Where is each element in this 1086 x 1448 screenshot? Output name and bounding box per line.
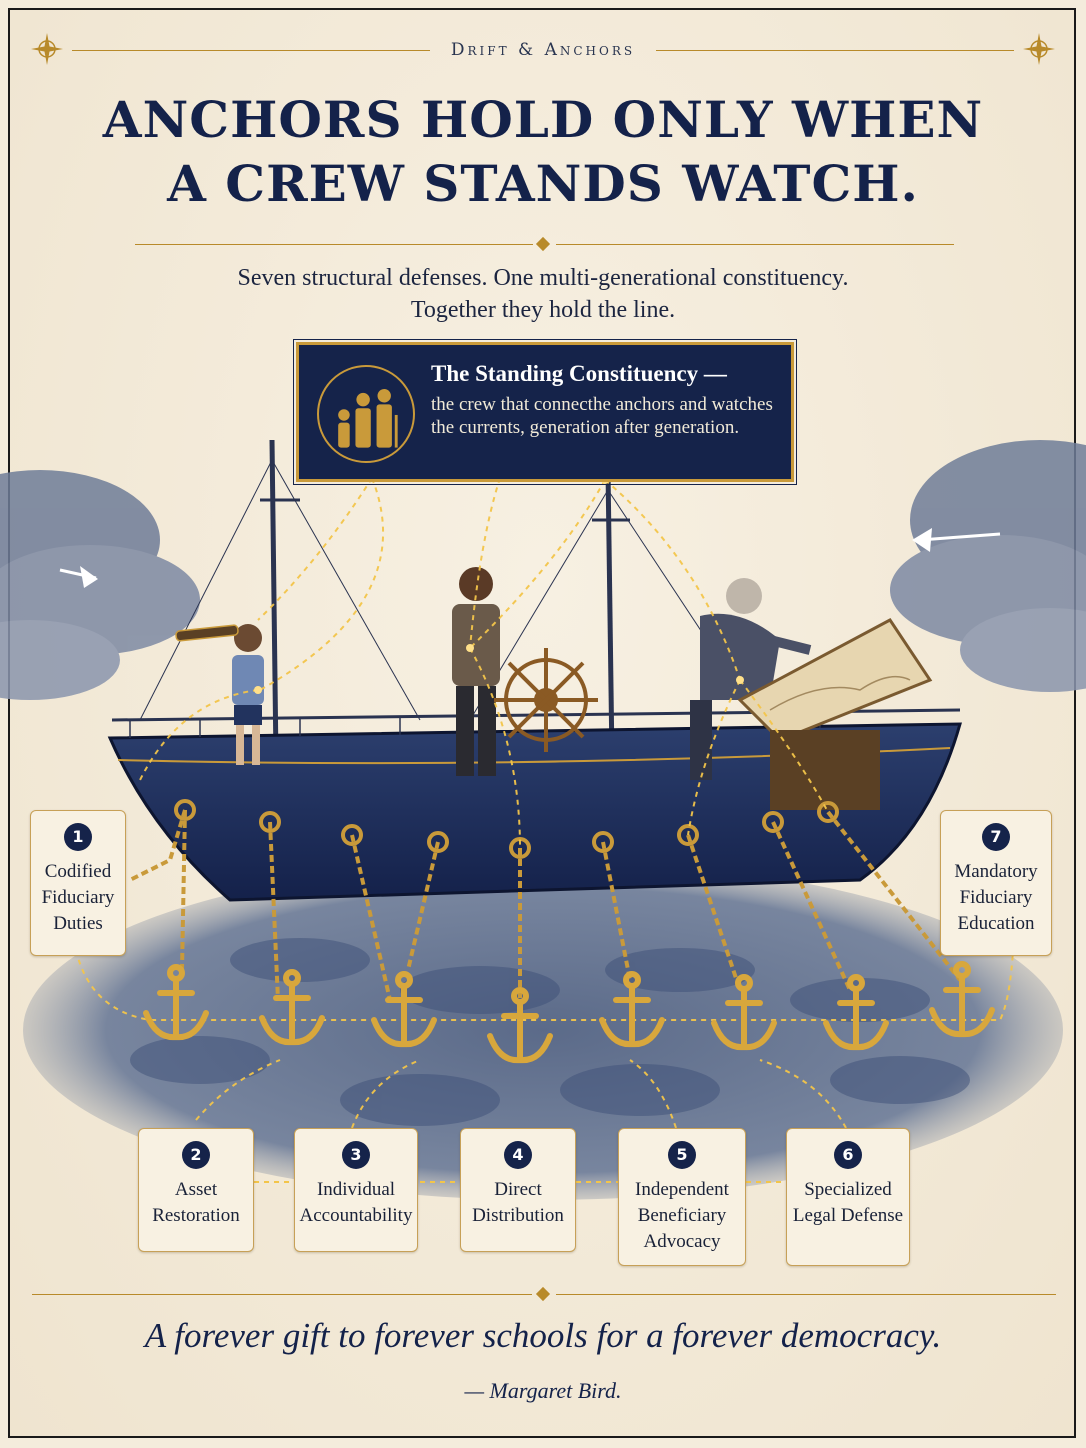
divider-rule-right [556, 244, 954, 245]
wind-arrow-icon [59, 528, 1001, 588]
callout-body: the crew that connecthe anchors and watc… [431, 394, 773, 438]
anchor-icon [143, 964, 209, 1041]
anchor-icon [711, 974, 777, 1051]
anchor-icon [599, 971, 665, 1048]
subline-2: Together they hold the line. [410, 297, 676, 323]
defense-label: Asset Restoration [152, 1179, 240, 1226]
anchor-chains [129, 809, 962, 1001]
defense-card-1: 1 Codified Fiduciary Duties [30, 810, 126, 956]
defense-label: Mandatory Fiduciary Education [954, 861, 1038, 934]
defense-card-3: 3 Individual Accountability [294, 1128, 418, 1252]
defense-number-badge: 2 [182, 1141, 210, 1169]
grandfather-figure [690, 578, 812, 780]
defense-number-badge: 7 [982, 823, 1010, 851]
defense-number-badge: 1 [64, 823, 92, 851]
quote-attribution: — Margaret Bird. [464, 1378, 622, 1403]
defense-card-6: 6 Specialized Legal Defense [786, 1128, 910, 1266]
standing-constituency-callout: The Standing Constituency — the crew tha… [293, 339, 797, 485]
family-generations-icon [317, 365, 415, 463]
spyglass-icon [175, 624, 239, 642]
footer-rule-left [32, 1294, 532, 1295]
anchor-icon [487, 987, 553, 1064]
header-rule-right [656, 50, 1014, 51]
anchor-icon [823, 974, 889, 1051]
defense-number-badge: 4 [504, 1141, 532, 1169]
anchor-icon [259, 969, 325, 1046]
cloud-left [0, 470, 200, 700]
defense-label: Specialized Legal Defense [792, 1179, 904, 1226]
defense-card-4: 4 Direct Distribution [460, 1128, 576, 1252]
defense-number-badge: 5 [668, 1141, 696, 1169]
subline: Seven structural defenses. One multi-gen… [0, 262, 1086, 326]
cloud-right [890, 440, 1086, 692]
defense-number-badge: 3 [342, 1141, 370, 1169]
subline-1: Seven structural defenses. One multi-gen… [237, 265, 849, 291]
defense-card-7: 7 Mandatory Fiduciary Education [940, 810, 1052, 956]
anchor-icons [143, 961, 995, 1064]
defense-label: Individual Accountability [299, 1179, 413, 1226]
footer-rule-right [556, 1294, 1056, 1295]
map-icon [737, 618, 933, 810]
header-rule-left [72, 50, 430, 51]
ship-wheel-icon [494, 648, 598, 752]
kicker: Drift & Anchors [450, 40, 636, 60]
anchor-icon [929, 961, 995, 1038]
defense-label: Independent Beneficiary Advocacy [635, 1179, 729, 1252]
defense-label: Direct Distribution [472, 1179, 564, 1226]
defense-card-2: 2 Asset Restoration [138, 1128, 254, 1252]
headline-line-2: A CREW STANDS WATCH. [167, 154, 919, 213]
compass-rose-icon [1023, 33, 1055, 65]
headline-line-1: ANCHORS HOLD ONLY WHEN [102, 90, 984, 149]
glow-connections [75, 477, 1014, 1129]
callout-title: The Standing Constituency — [431, 361, 727, 386]
defense-label: Codified Fiduciary Duties [41, 861, 115, 934]
ship-hull [107, 722, 962, 902]
divider-rule-left [135, 244, 533, 245]
closing-quote: A forever gift to forever schools for a … [144, 1316, 942, 1355]
headline: ANCHORS HOLD ONLY WHEN A CREW STANDS WAT… [40, 88, 1046, 216]
masts [139, 439, 761, 761]
woman-figure [452, 567, 500, 776]
anchor-icon [371, 971, 437, 1048]
chain-rings [174, 799, 839, 859]
compass-rose-icon [31, 33, 63, 65]
defense-card-5: 5 Independent Beneficiary Advocacy [618, 1128, 746, 1266]
defense-number-badge: 6 [834, 1141, 862, 1169]
